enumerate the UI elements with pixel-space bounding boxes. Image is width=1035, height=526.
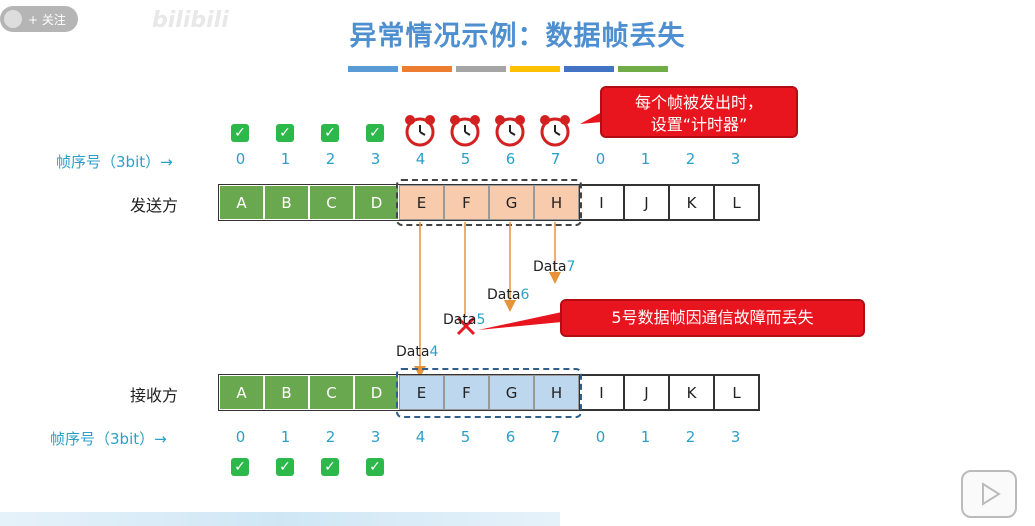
seq-number: 0 bbox=[595, 150, 606, 168]
seq-number: 0 bbox=[235, 428, 246, 446]
check-icon: ✓ bbox=[276, 458, 294, 476]
frame-cell: A bbox=[219, 375, 264, 410]
seq-number: 2 bbox=[685, 428, 696, 446]
check-icon: ✓ bbox=[276, 124, 294, 142]
seq-number: 0 bbox=[595, 428, 606, 446]
alarm-clock-icons bbox=[405, 115, 570, 147]
play-icon bbox=[982, 482, 1001, 506]
red-x-icon bbox=[456, 316, 476, 336]
frame-cell: F bbox=[444, 185, 489, 220]
seq-number: 3 bbox=[370, 150, 381, 168]
receiver-frame-row: A B C D E F G H I J K L bbox=[218, 374, 760, 411]
loss-callout-pointer bbox=[478, 312, 562, 330]
receiver-label: 接收方 bbox=[130, 386, 179, 405]
frame-cell: G bbox=[489, 185, 534, 220]
check-icon: ✓ bbox=[231, 458, 249, 476]
frame-cell: L bbox=[714, 375, 759, 410]
check-icon: ✓ bbox=[321, 124, 339, 142]
frame-cell: K bbox=[669, 375, 714, 410]
color-bar-3 bbox=[456, 66, 506, 72]
color-bar-1 bbox=[348, 66, 398, 72]
seq-label-receiver: 帧序号（3bit）→ bbox=[50, 430, 167, 448]
color-bar-5 bbox=[564, 66, 614, 72]
seq-number: 7 bbox=[550, 150, 561, 168]
bottom-wave bbox=[0, 512, 560, 526]
seq-number: 5 bbox=[460, 428, 471, 446]
check-icon: ✓ bbox=[366, 124, 384, 142]
data-label: Data4 bbox=[396, 344, 439, 360]
seq-number: 1 bbox=[640, 150, 651, 168]
data-label: Data6 bbox=[487, 287, 530, 303]
frame-cell: D bbox=[354, 185, 399, 220]
frame-cell: K bbox=[669, 185, 714, 220]
seq-number: 3 bbox=[730, 150, 741, 168]
color-bar-4 bbox=[510, 66, 560, 72]
seq-number: 2 bbox=[325, 428, 336, 446]
seq-number: 6 bbox=[505, 428, 516, 446]
seq-number: 2 bbox=[325, 150, 336, 168]
timer-callout-line1: 每个帧被发出时， bbox=[634, 93, 763, 112]
frame-cell: D bbox=[354, 375, 399, 410]
data-label: Data7 bbox=[533, 259, 576, 275]
frame-cell: F bbox=[444, 375, 489, 410]
frame-cell: E bbox=[399, 185, 444, 220]
frame-cell: H bbox=[534, 185, 579, 220]
check-icon: ✓ bbox=[321, 458, 339, 476]
seq-row-receiver: 0 1 2 3 4 5 6 7 0 1 2 3 bbox=[218, 428, 758, 446]
timer-callout-line2: 设置“计时器” bbox=[650, 115, 748, 134]
alarm-clock-icon bbox=[450, 115, 480, 147]
frame-cell: I bbox=[579, 185, 624, 220]
seq-number: 4 bbox=[415, 150, 426, 168]
frame-cell: H bbox=[534, 375, 579, 410]
play-button[interactable] bbox=[961, 470, 1017, 518]
alarm-clock-icon bbox=[405, 115, 435, 147]
timer-callout: 每个帧被发出时， 设置“计时器” bbox=[600, 86, 798, 138]
sender-frame-row: A B C D E F G H I J K L bbox=[218, 184, 760, 221]
frame-cell: A bbox=[219, 185, 264, 220]
color-bar-2 bbox=[402, 66, 452, 72]
seq-number: 3 bbox=[730, 428, 741, 446]
loss-callout: 5号数据帧因通信故障而丢失 bbox=[560, 299, 865, 337]
seq-number: 5 bbox=[460, 150, 471, 168]
seq-number: 1 bbox=[280, 428, 291, 446]
callout-pointer bbox=[580, 112, 602, 124]
frame-cell: G bbox=[489, 375, 534, 410]
color-bar-6 bbox=[618, 66, 668, 72]
alarm-clock-icon bbox=[540, 115, 570, 147]
frame-cell: B bbox=[264, 375, 309, 410]
seq-number: 3 bbox=[370, 428, 381, 446]
bilibili-watermark: bilibili bbox=[152, 8, 229, 33]
seq-row-sender: 0 1 2 3 4 5 6 7 0 1 2 3 bbox=[218, 150, 758, 168]
seq-number: 7 bbox=[550, 428, 561, 446]
seq-number: 4 bbox=[415, 428, 426, 446]
seq-label-sender: 帧序号（3bit）→ bbox=[56, 153, 173, 171]
avatar bbox=[4, 10, 22, 28]
frame-cell: J bbox=[624, 375, 669, 410]
alarm-clock-icon bbox=[495, 115, 525, 147]
sender-window bbox=[396, 179, 582, 226]
frame-cell: C bbox=[309, 185, 354, 220]
seq-number: 1 bbox=[280, 150, 291, 168]
frame-cell: C bbox=[309, 375, 354, 410]
frame-cell: L bbox=[714, 185, 759, 220]
seq-number: 2 bbox=[685, 150, 696, 168]
frame-cell: E bbox=[399, 375, 444, 410]
sender-label: 发送方 bbox=[130, 196, 179, 215]
check-icon: ✓ bbox=[366, 458, 384, 476]
follow-label[interactable]: + 关注 bbox=[28, 12, 66, 27]
frame-cell: J bbox=[624, 185, 669, 220]
seq-number: 6 bbox=[505, 150, 516, 168]
receiver-window bbox=[396, 368, 582, 418]
seq-number: 1 bbox=[640, 428, 651, 446]
data-label: Data5 bbox=[443, 312, 486, 328]
slide-title: 异常情况示例：数据帧丢失 bbox=[349, 21, 686, 52]
check-icon: ✓ bbox=[231, 124, 249, 142]
follow-pill[interactable]: + 关注 bbox=[0, 6, 78, 32]
frame-cell: I bbox=[579, 375, 624, 410]
seq-number: 0 bbox=[235, 150, 246, 168]
frame-cell: B bbox=[264, 185, 309, 220]
